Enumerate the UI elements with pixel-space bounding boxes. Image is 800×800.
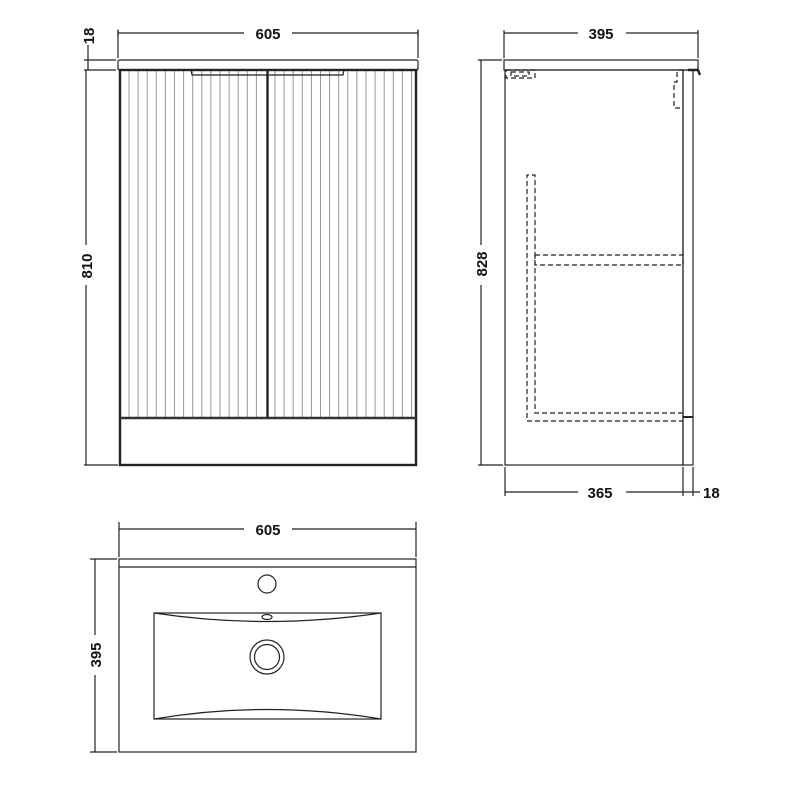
label-bg [78, 245, 96, 285]
top-width-label: 605 [255, 522, 280, 539]
worktop-side [503, 59, 699, 71]
front-height-label: 810 [79, 253, 96, 278]
handle-rail-hidden [505, 69, 536, 79]
top-view: 605 395 [87, 520, 417, 753]
top-thickness-label: 18 [81, 28, 98, 45]
label-bg [244, 24, 292, 42]
bowl-outline [153, 612, 382, 720]
label-bg [473, 245, 491, 285]
side-depth-label: 395 [588, 26, 613, 43]
top-depth-label: 395 [88, 642, 105, 667]
side-view: 395 828 365 18 [473, 24, 720, 502]
drain-inner [253, 643, 281, 671]
front-width-label: 605 [255, 26, 280, 43]
handle-rail-inner [510, 71, 530, 77]
label-bg [578, 483, 626, 501]
cabinet-body-side [504, 69, 684, 466]
front-view: 605 18 810 [78, 24, 419, 467]
bowl-top-curve [153, 612, 382, 623]
worktop-front [117, 59, 419, 71]
label-bg [87, 635, 105, 675]
overflow [261, 613, 273, 621]
door-hinge-hidden [673, 69, 683, 109]
basin-outline [118, 558, 417, 753]
drain-outer [249, 639, 285, 675]
tap-hole [257, 574, 277, 594]
shelf-hidden [534, 254, 684, 266]
label-bg [244, 520, 292, 538]
body-depth-label: 365 [587, 485, 612, 502]
handle-recess [190, 69, 345, 76]
label-bg [578, 24, 626, 42]
door-lip [688, 68, 702, 76]
door-flutes [128, 71, 412, 417]
side-height-label: 828 [474, 251, 491, 276]
door-side [682, 69, 694, 466]
drawer-hidden [526, 174, 683, 422]
bowl-bottom-curve [153, 708, 382, 720]
door-thickness-label: 18 [703, 485, 720, 502]
